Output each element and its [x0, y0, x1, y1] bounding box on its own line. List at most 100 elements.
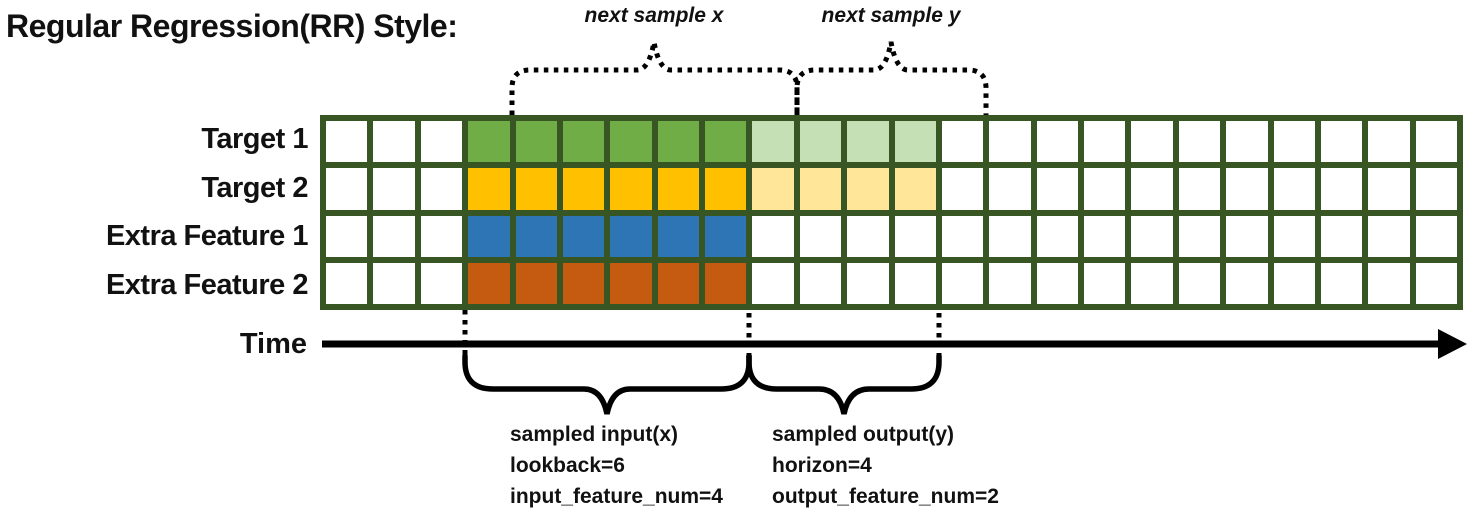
row-label: Extra Feature 1 — [105, 220, 309, 253]
grid-cell — [1084, 121, 1126, 163]
row-label: Target 2 — [201, 171, 308, 204]
grid-cell — [657, 168, 699, 210]
sampled-output-title: sampled output(y) — [772, 423, 954, 446]
grid-cell — [610, 168, 652, 210]
output-feature-num: output_feature_num=2 — [772, 485, 999, 508]
grid-cell — [1084, 168, 1126, 210]
grid-cell — [373, 121, 415, 163]
grid-cell — [420, 121, 463, 163]
sampled-output-brace — [746, 353, 942, 415]
grid-cell — [420, 215, 463, 257]
grid-cell — [1036, 262, 1078, 304]
grid-cell — [989, 121, 1031, 163]
grid-cell — [468, 121, 510, 163]
grid-cell — [1226, 121, 1268, 163]
grid-cell — [1415, 262, 1457, 304]
grid-cell — [894, 262, 936, 304]
grid-cell — [1320, 215, 1363, 257]
grid-cell — [657, 262, 699, 304]
grid-cell — [752, 121, 794, 163]
grid-cell — [1273, 121, 1315, 163]
grid-cell — [1084, 215, 1126, 257]
grid-cell — [1131, 215, 1173, 257]
grid-cell — [799, 262, 842, 304]
grid-cell — [1036, 121, 1078, 163]
grid-cell — [941, 262, 984, 304]
next-sample-x-label: next sample x — [584, 4, 724, 27]
grid-cell — [468, 168, 510, 210]
time-axis-arrowhead — [1438, 329, 1467, 359]
grid-cell — [1368, 168, 1410, 210]
grid-cell — [847, 215, 889, 257]
grid-cell — [799, 121, 842, 163]
grid-cell — [989, 262, 1031, 304]
grid-cell — [941, 121, 984, 163]
grid-cell — [373, 262, 415, 304]
grid-cell — [1178, 215, 1221, 257]
horizon-value: horizon=4 — [772, 454, 872, 477]
grid-cell — [1036, 168, 1078, 210]
grid-cell — [799, 168, 842, 210]
row-labels: Target 1 Target 2 Extra Feature 1 Extra Fea… — [0, 115, 309, 310]
grid-cell — [705, 215, 747, 257]
grid-cell — [326, 168, 368, 210]
grid-cell — [1178, 121, 1221, 163]
grid-cell — [705, 168, 747, 210]
grid-cell — [326, 121, 368, 163]
grid-cell — [1131, 262, 1173, 304]
grid-cell — [610, 262, 652, 304]
grid-cell — [1273, 168, 1315, 210]
next-sample-y-brace — [794, 41, 989, 115]
grid-cell — [894, 121, 936, 163]
grid-cell — [610, 215, 652, 257]
grid-cell — [420, 168, 463, 210]
grid-cell — [799, 215, 842, 257]
grid-cell — [989, 215, 1031, 257]
grid-cell — [1368, 262, 1410, 304]
grid-cell — [562, 262, 605, 304]
grid-cell — [515, 121, 557, 163]
next-sample-x-brace — [509, 41, 800, 115]
grid-cell — [1320, 121, 1363, 163]
grid-cell — [1178, 168, 1221, 210]
grid-cell — [1178, 262, 1221, 304]
grid-cell — [1131, 168, 1173, 210]
grid-cell — [1368, 121, 1410, 163]
grid-cell — [373, 215, 415, 257]
grid-cell — [515, 168, 557, 210]
grid-cell — [468, 215, 510, 257]
grid-cell — [752, 168, 794, 210]
grid-cell — [1226, 168, 1268, 210]
grid-cell — [705, 262, 747, 304]
row-label: Target 1 — [201, 122, 308, 155]
grid-cell — [515, 215, 557, 257]
grid — [320, 115, 1463, 310]
grid-cell — [326, 262, 368, 304]
grid-cell — [894, 168, 936, 210]
grid-cell — [373, 168, 415, 210]
grid-cell — [468, 262, 510, 304]
lookback-value: lookback=6 — [510, 454, 625, 477]
grid-cell — [326, 215, 368, 257]
grid-cell — [1320, 262, 1363, 304]
grid-cell — [941, 168, 984, 210]
grid-cell — [1320, 168, 1363, 210]
grid-cell — [1226, 215, 1268, 257]
time-axis-label: Time — [239, 328, 307, 360]
sampled-output-annotation: sampled output(y) horizon=4 output_featu… — [772, 419, 999, 512]
grid-cell — [1273, 215, 1315, 257]
grid-cell — [610, 121, 652, 163]
next-sample-y-label: next sample y — [821, 4, 961, 27]
grid-cell — [1415, 121, 1457, 163]
input-feature-num: input_feature_num=4 — [510, 485, 723, 508]
grid-cell — [989, 168, 1031, 210]
grid-cell — [657, 215, 699, 257]
row-label: Extra Feature 2 — [105, 269, 309, 302]
grid-cell — [752, 262, 794, 304]
grid-cell — [562, 168, 605, 210]
grid-cell — [562, 121, 605, 163]
grid-cell — [705, 121, 747, 163]
grid-cell — [1415, 168, 1457, 210]
grid-cell — [657, 121, 699, 163]
